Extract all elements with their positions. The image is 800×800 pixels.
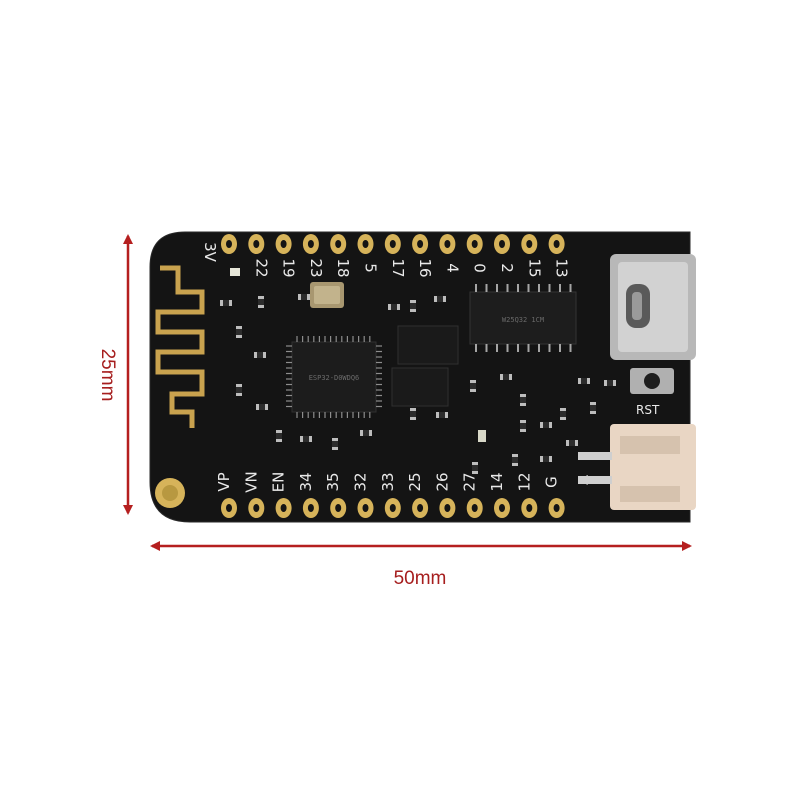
power-led <box>230 268 240 276</box>
mounting-hole <box>155 478 185 508</box>
top-pin-label: 5 <box>362 263 380 273</box>
top-pin-label: 22 <box>252 258 270 277</box>
top-pin-label: 17 <box>389 258 407 277</box>
top-pin-header <box>221 234 565 254</box>
bottom-pin-label: G <box>543 476 561 488</box>
esp32-chip: ESP32-D0WDQ6 <box>286 336 382 418</box>
bottom-pin-label: 35 <box>324 472 342 491</box>
bottom-pin-label: 14 <box>488 472 506 491</box>
top-pin-label: 15 <box>525 258 543 277</box>
pcb-antenna <box>155 265 205 428</box>
bottom-pin-label: 32 <box>352 472 370 491</box>
top-pin-label: 0 <box>471 263 489 273</box>
bottom-pin-label: 26 <box>433 472 451 491</box>
top-pin-label: 4 <box>443 263 461 273</box>
crystal-oscillator <box>310 282 344 308</box>
charge-led <box>478 430 486 442</box>
height-dimension-label: 25mm <box>97 349 118 402</box>
reset-label: RST <box>636 403 660 417</box>
bottom-pin-label: 27 <box>461 472 479 491</box>
bottom-pin-label: 25 <box>406 472 424 491</box>
top-pin-label: 3V <box>201 242 219 263</box>
flash-chip <box>391 325 459 407</box>
esp32-marking: ESP32-D0WDQ6 <box>309 374 360 382</box>
bottom-pin-label: 33 <box>379 472 397 491</box>
top-pin-label: 19 <box>280 258 298 277</box>
bottom-pin-label: 12 <box>515 472 533 491</box>
top-pin-label: 13 <box>553 258 571 277</box>
jst-battery-connector <box>578 424 696 510</box>
bottom-pin-label: 34 <box>297 472 315 491</box>
bottom-pin-header <box>221 498 565 518</box>
top-pin-label: 18 <box>334 258 352 277</box>
reset-button <box>630 368 674 394</box>
top-pin-label: 2 <box>498 263 516 273</box>
bottom-pin-label: VP <box>215 472 233 491</box>
usb-serial-chip: W25Q32 1CM <box>469 284 577 352</box>
chip-marking: W25Q32 1CM <box>502 316 544 324</box>
top-pin-label: 16 <box>416 258 434 277</box>
bottom-pin-label: VN <box>242 471 260 492</box>
bottom-pin-label: EN <box>270 472 288 493</box>
top-pin-label: 23 <box>307 258 325 277</box>
usb-c-connector <box>610 254 696 360</box>
width-dimension-label: 50mm <box>394 568 447 589</box>
smd-components <box>220 294 616 474</box>
